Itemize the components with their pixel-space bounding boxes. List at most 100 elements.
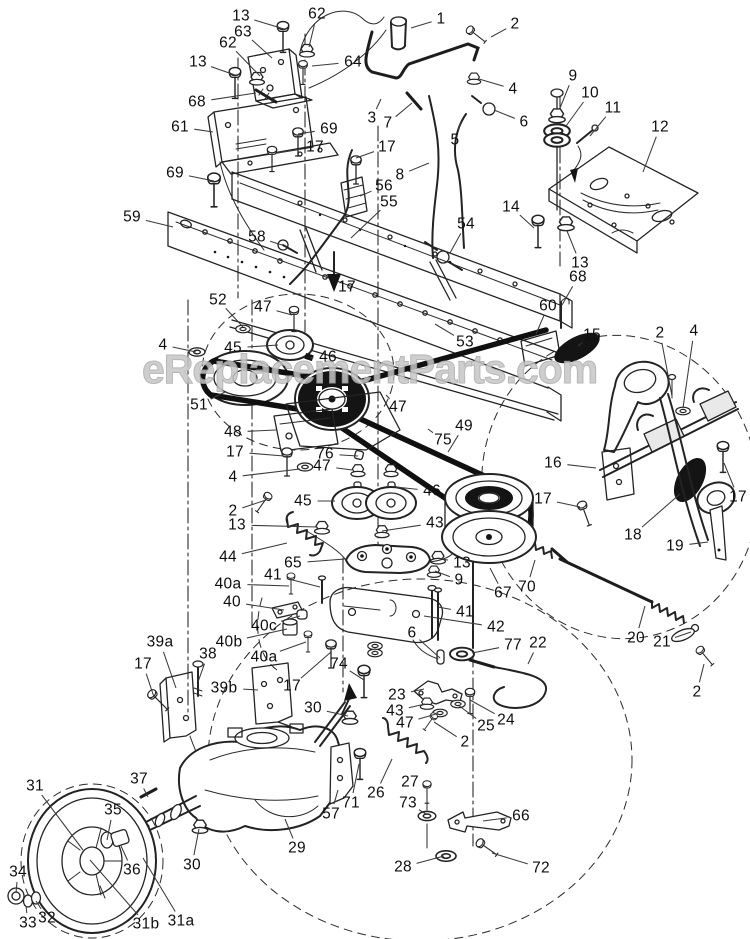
part-label-14: 14	[502, 198, 520, 216]
part-label-34: 34	[9, 863, 27, 881]
spring-44	[285, 511, 324, 557]
leader-line	[333, 789, 339, 805]
leader-line	[326, 710, 349, 717]
leader-line	[235, 50, 261, 77]
part-label-35: 35	[104, 801, 122, 819]
part-label-61: 61	[171, 118, 189, 136]
leader-line	[284, 818, 294, 839]
leader-line	[251, 39, 273, 59]
part-label-42: 42	[487, 618, 505, 636]
leader-line	[674, 631, 692, 638]
part-label-46: 46	[319, 348, 337, 366]
part-label-7: 7	[383, 114, 393, 132]
idler-pulleys-45	[331, 449, 417, 520]
part-label-24: 24	[497, 711, 515, 729]
part-label-72: 72	[532, 859, 550, 877]
leader-line	[307, 558, 346, 563]
leader-line	[197, 663, 205, 683]
leader-line	[410, 21, 432, 29]
part-label-2: 2	[655, 324, 665, 342]
part-label-57: 57	[322, 805, 340, 823]
grommet-15	[554, 332, 600, 364]
part-label-12: 12	[651, 118, 669, 136]
part-label-47: 47	[396, 714, 414, 732]
part-label-39b: 39b	[210, 679, 238, 697]
leader-line	[395, 102, 413, 118]
part-label-60: 60	[539, 297, 557, 315]
leader-line	[241, 542, 288, 555]
part-label-15: 15	[583, 326, 601, 344]
part-label-45: 45	[224, 339, 242, 357]
leader-line	[172, 346, 197, 353]
part-label-46: 46	[423, 482, 441, 500]
leader-line	[247, 429, 277, 432]
part-label-2: 2	[692, 683, 702, 701]
leader-line	[300, 651, 332, 679]
part-label-43: 43	[386, 702, 404, 720]
leader-line	[437, 557, 449, 561]
leader-line	[247, 584, 290, 587]
leader-line	[561, 286, 574, 306]
part-label-1: 1	[436, 10, 446, 28]
leader-line	[242, 499, 267, 509]
leader-line	[188, 175, 215, 182]
leader-line	[41, 794, 84, 851]
idler-plate-65	[253, 490, 478, 649]
leader-line	[142, 857, 176, 912]
leader-line	[529, 559, 536, 578]
leader-line	[276, 310, 293, 316]
leader-line	[210, 391, 226, 400]
part-label-56: 56	[375, 177, 393, 195]
part-label-17: 17	[226, 443, 244, 461]
part-label-13: 13	[189, 53, 207, 71]
leader-line	[286, 577, 321, 588]
part-label-77: 77	[504, 636, 522, 654]
part-label-68: 68	[569, 268, 587, 286]
leader-line	[556, 501, 581, 508]
direction-arrows	[327, 251, 357, 715]
leader-line	[408, 703, 426, 709]
leader-line	[638, 605, 646, 629]
leader-line	[162, 651, 177, 689]
leader-line	[15, 881, 18, 894]
leader-line	[89, 859, 139, 916]
part-label-69: 69	[166, 164, 184, 182]
leader-line	[490, 28, 507, 38]
leader-line	[482, 817, 507, 822]
part-label-67: 67	[494, 584, 512, 602]
part-label-6: 6	[519, 113, 529, 131]
leader-line	[408, 162, 430, 172]
part-label-10: 10	[581, 84, 599, 102]
leader-line	[251, 524, 318, 528]
leader-line	[433, 721, 457, 738]
part-label-4: 4	[689, 322, 699, 340]
part-label-69: 69	[320, 120, 338, 138]
leader-line	[143, 788, 149, 798]
part-label-17: 17	[378, 138, 396, 156]
part-label-9: 9	[568, 67, 578, 85]
leader-line	[246, 603, 285, 611]
leader-line	[194, 128, 214, 133]
part-label-74: 74	[330, 655, 348, 673]
part-label-33: 33	[19, 914, 37, 932]
leader-line	[723, 462, 735, 488]
leader-line	[641, 493, 681, 528]
part-label-70: 70	[518, 578, 536, 596]
part-label-30: 30	[304, 699, 322, 717]
part-label-5: 5	[450, 131, 460, 149]
leader-line	[642, 136, 657, 173]
part-label-41: 41	[456, 603, 474, 621]
leader-line	[352, 763, 360, 794]
part-label-32: 32	[38, 909, 56, 927]
leader-line	[336, 467, 353, 471]
part-label-17: 17	[534, 490, 552, 508]
part-label-40c: 40c	[251, 617, 277, 635]
part-label-62: 62	[308, 5, 326, 23]
part-label-16: 16	[544, 454, 562, 472]
part-label-44: 44	[219, 548, 237, 566]
part-label-45: 45	[294, 492, 312, 510]
leader-line	[247, 344, 279, 348]
part-label-54: 54	[457, 215, 475, 233]
leader-line	[471, 647, 500, 654]
part-label-17: 17	[306, 138, 324, 156]
